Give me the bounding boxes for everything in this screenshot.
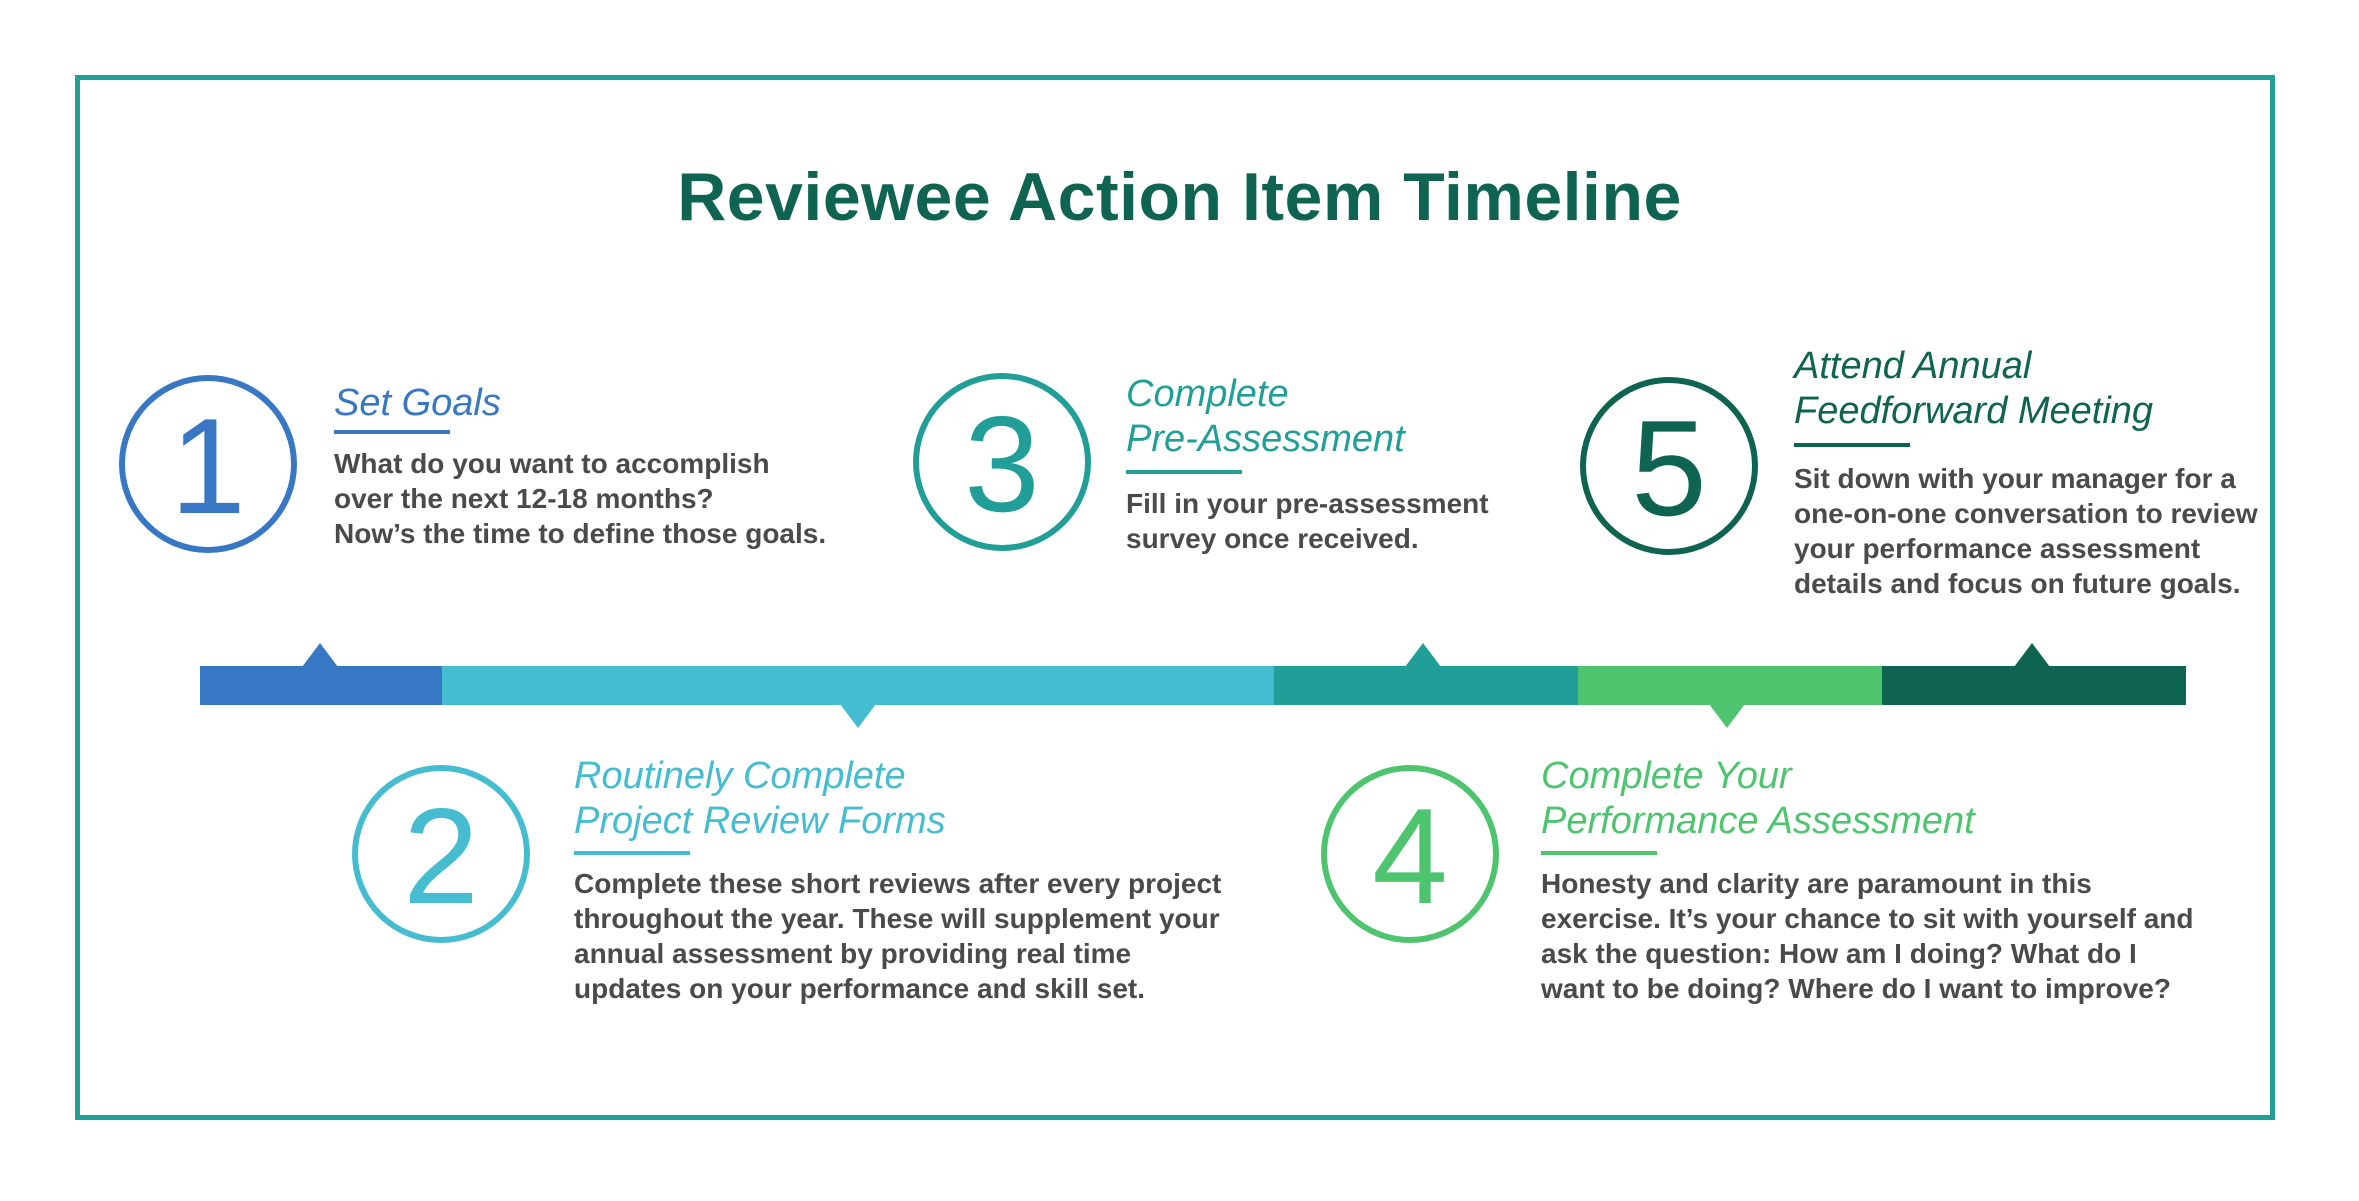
step-1-description: What do you want to accomplish over the …	[334, 446, 826, 551]
step-2-number-circle: 2	[352, 765, 530, 943]
step-4-description: Honesty and clarity are paramount in thi…	[1541, 866, 2194, 1006]
step-4-number-circle: 4	[1321, 765, 1499, 943]
step-5-number-circle: 5	[1580, 377, 1758, 555]
step-1-description-line: What do you want to accomplish	[334, 448, 770, 479]
step-3-number-circle: 3	[913, 373, 1091, 551]
step-3-title-underline	[1126, 470, 1242, 474]
timeline-segment-5	[1882, 666, 2186, 705]
step-3-description: Fill in your pre-assessment survey once …	[1126, 486, 1489, 556]
timeline-pointer-1	[302, 643, 338, 667]
step-5-description-line: details and focus on future goals.	[1794, 568, 2241, 599]
timeline-segment-4	[1578, 666, 1882, 705]
step-4-number: 4	[1372, 780, 1448, 932]
timeline-segment-2	[442, 666, 1274, 705]
step-5-title-line: Feedforward Meeting	[1794, 390, 2154, 432]
step-5-title-line: Attend Annual	[1794, 345, 2032, 387]
page-title: Reviewee Action Item Timeline	[677, 159, 1682, 235]
step-4-description-line: Honesty and clarity are paramount in thi…	[1541, 868, 2092, 899]
step-1-number-circle: 1	[119, 375, 297, 553]
step-2-description-line: updates on your performance and skill se…	[574, 973, 1146, 1004]
step-4-description-line: exercise. It’s your chance to sit with y…	[1541, 903, 2194, 934]
step-2-description: Complete these short reviews after every…	[574, 866, 1221, 1006]
step-1-description-line: Now’s the time to define those goals.	[334, 518, 827, 549]
timeline-pointer-3	[1405, 643, 1441, 667]
step-5-description-line: your performance assessment	[1794, 533, 2201, 564]
step-4-title-line: Performance Assessment	[1541, 800, 1975, 842]
step-5-description: Sit down with your manager for a one-on-…	[1794, 461, 2258, 601]
step-3-description-line: survey once received.	[1126, 523, 1419, 554]
step-5-title-underline	[1794, 443, 1910, 447]
step-1-description-line: over the next 12-18 months?	[334, 483, 714, 514]
step-3-title-line: Complete	[1126, 373, 1289, 415]
step-2-description-line: throughout the year. These will suppleme…	[574, 903, 1220, 934]
step-4-description-line: ask the question: How am I doing? What d…	[1541, 938, 2137, 969]
step-2-title-underline	[574, 851, 690, 855]
step-2-title-line: Routinely Complete	[574, 755, 906, 797]
step-1-number: 1	[170, 390, 246, 542]
step-1-title-line: Set Goals	[334, 382, 501, 424]
timeline-segment-1	[200, 666, 442, 705]
timeline-pointer-5	[2014, 643, 2050, 667]
step-4-title-line: Complete Your	[1541, 755, 1792, 797]
step-3-title-line: Pre-Assessment	[1126, 418, 1405, 460]
step-2-title: Routinely Complete Project Review Forms	[574, 754, 946, 844]
step-3-number: 3	[964, 388, 1040, 540]
step-5-number: 5	[1631, 392, 1707, 544]
step-3-title: Complete Pre-Assessment	[1126, 372, 1405, 462]
step-1-title: Set Goals	[334, 381, 501, 426]
step-2-title-line: Project Review Forms	[574, 800, 946, 842]
step-5-description-line: one-on-one conversation to review	[1794, 498, 2258, 529]
step-2-description-line: annual assessment by providing real time	[574, 938, 1132, 969]
step-2-number: 2	[403, 780, 479, 932]
step-4-description-line: want to be doing? Where do I want to imp…	[1541, 973, 2171, 1004]
step-1-title-underline	[334, 430, 450, 434]
step-5-title: Attend Annual Feedforward Meeting	[1794, 344, 2153, 434]
timeline-pointer-2	[840, 704, 876, 728]
timeline-segment-3	[1274, 666, 1578, 705]
step-4-title-underline	[1541, 851, 1657, 855]
infographic-frame	[75, 75, 2275, 1120]
timeline-pointer-4	[1709, 704, 1745, 728]
step-3-description-line: Fill in your pre-assessment	[1126, 488, 1489, 519]
step-2-description-line: Complete these short reviews after every…	[574, 868, 1222, 899]
step-5-description-line: Sit down with your manager for a	[1794, 463, 2236, 494]
step-4-title: Complete Your Performance Assessment	[1541, 754, 1975, 844]
